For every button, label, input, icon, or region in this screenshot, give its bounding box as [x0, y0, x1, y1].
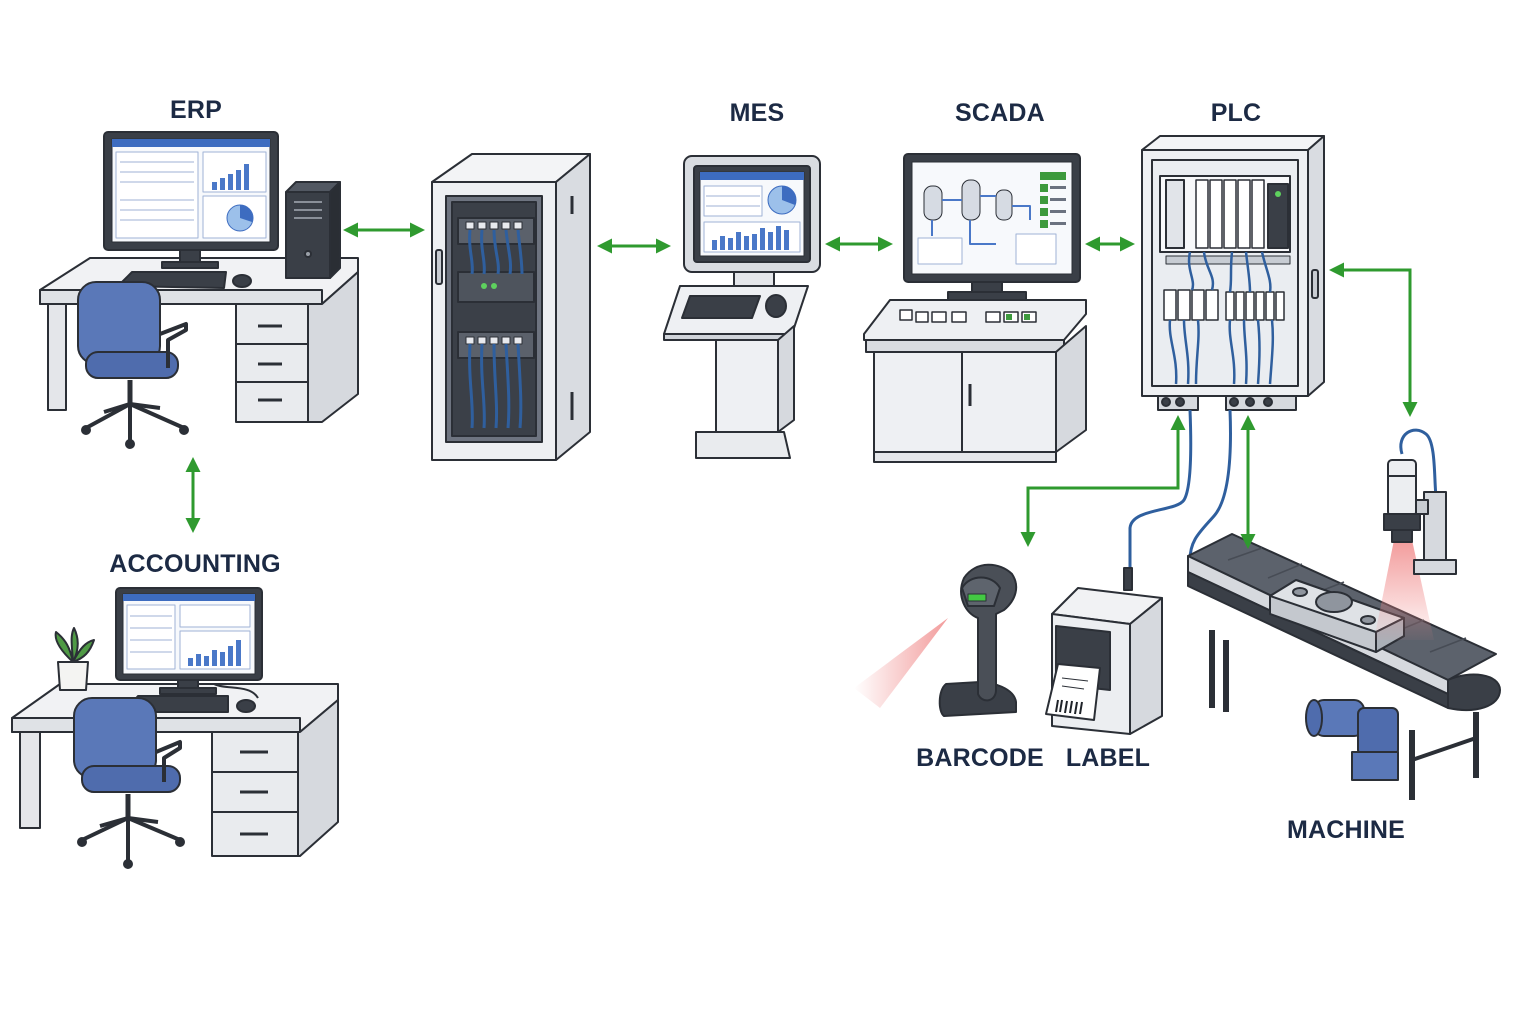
- label-printer-icon: [1045, 567, 1163, 735]
- plc-vision-link: [1329, 262, 1418, 417]
- accounting-workstation-icon: [11, 587, 339, 869]
- vision-camera-icon: [1374, 459, 1457, 640]
- label-printer-label: LABEL: [1066, 744, 1150, 772]
- conveyor-machine-icon: [1187, 533, 1501, 800]
- network-rack-icon: [431, 153, 591, 461]
- barcode-label: BARCODE: [916, 744, 1044, 772]
- scada-label: SCADA: [955, 99, 1045, 127]
- machine-label: MACHINE: [1287, 816, 1405, 844]
- mes-label: MES: [730, 99, 785, 127]
- accounting-label: ACCOUNTING: [109, 550, 280, 578]
- erp-workstation-icon: [39, 131, 359, 449]
- hmi-kiosk-icon: [663, 155, 821, 459]
- barcode-scanner-icon: [854, 563, 1018, 717]
- plc-label: PLC: [1211, 99, 1262, 127]
- connector-arrows: [185, 222, 1418, 549]
- erp-label: ERP: [170, 96, 222, 124]
- plc-barcode-link: [1020, 415, 1186, 547]
- scada-console-icon: [863, 153, 1087, 463]
- plc-control-cabinet-icon: [1141, 135, 1325, 411]
